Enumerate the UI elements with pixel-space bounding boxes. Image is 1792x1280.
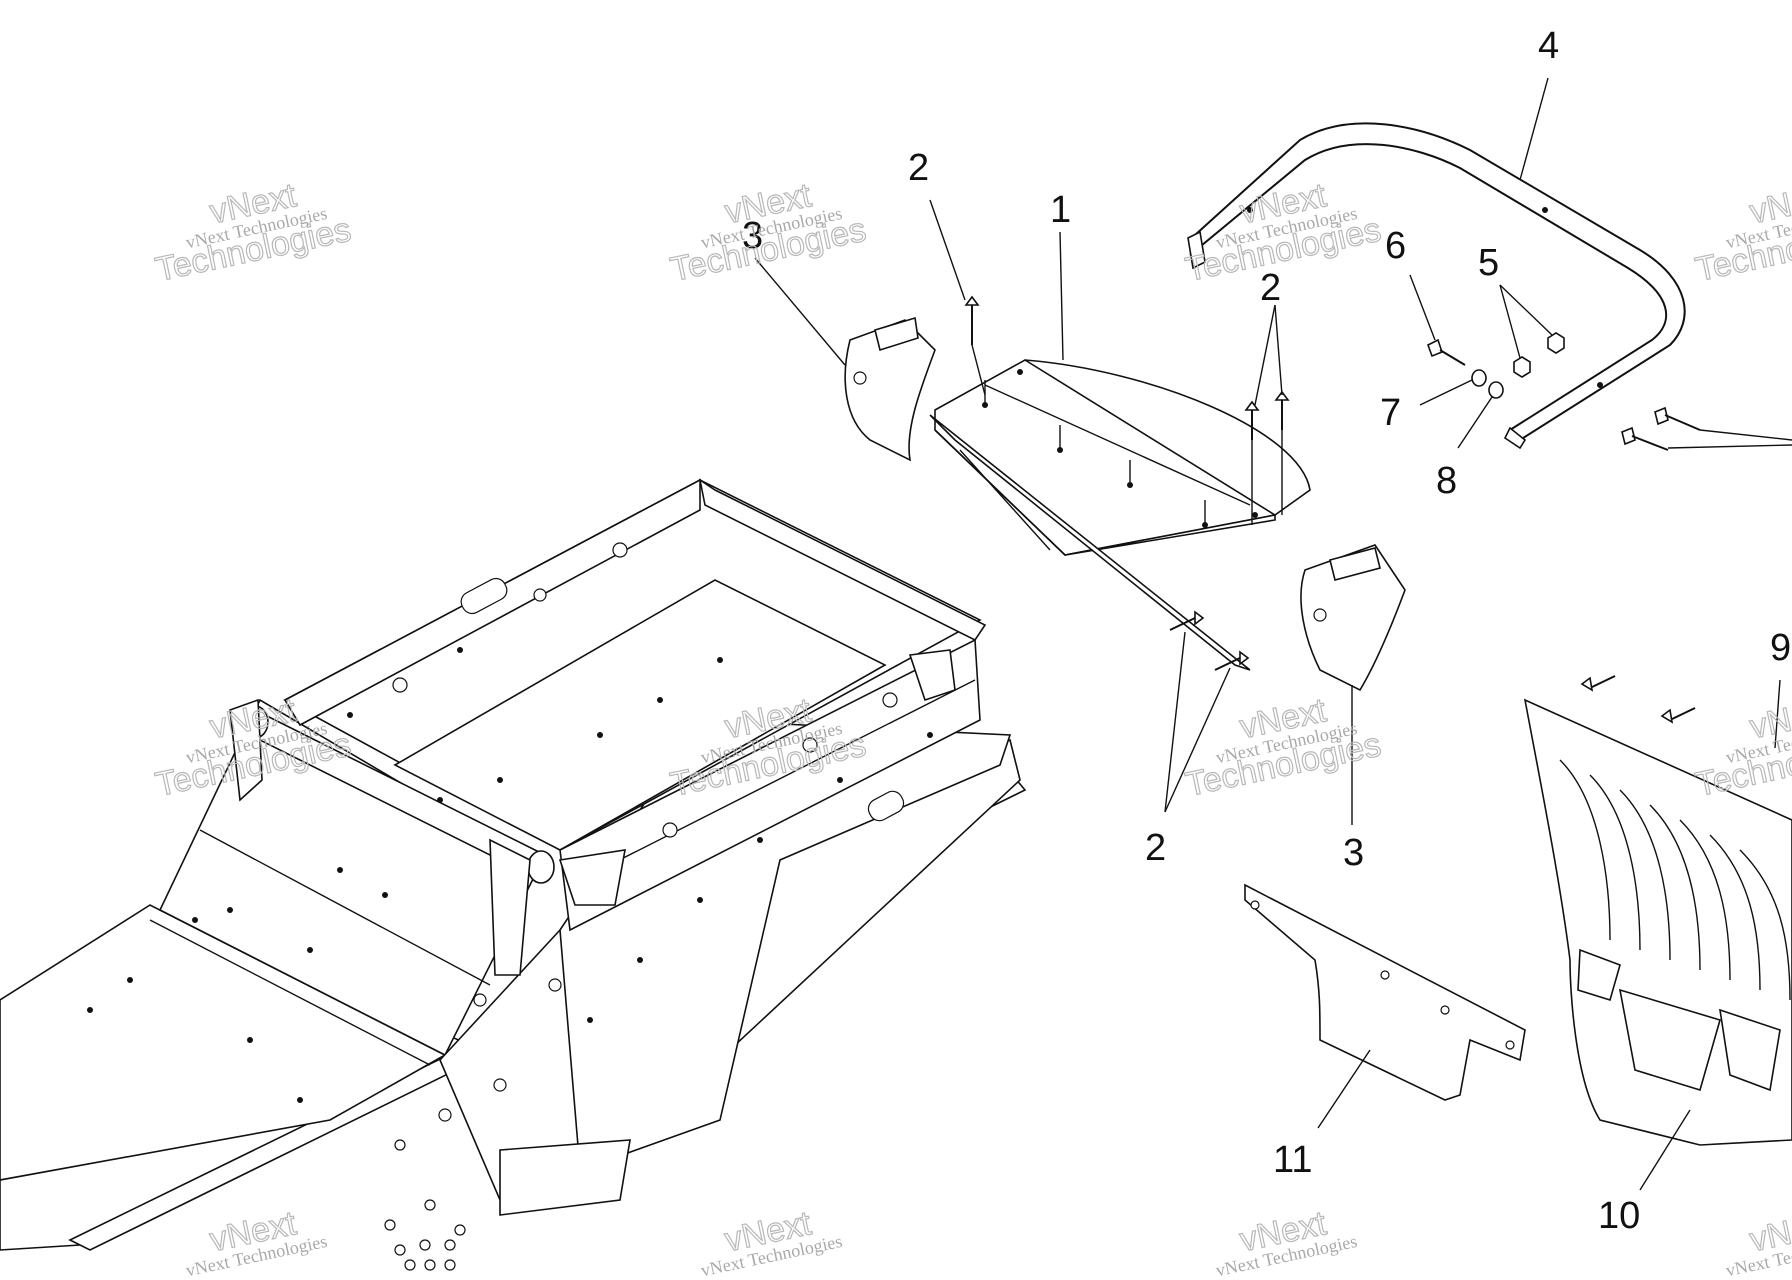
callout-5: 5	[1478, 242, 1499, 284]
callout-1: 1	[1050, 189, 1071, 231]
push-rivets	[964, 295, 1290, 671]
watermark: vNext Technologies vNext Technologies	[152, 691, 355, 805]
chassis-tunnel	[0, 478, 1027, 1271]
callout-2-top-right: 2	[1260, 267, 1281, 309]
leader-lines	[754, 77, 1792, 1191]
callout-2-bottom: 2	[1145, 827, 1166, 869]
bolt-6	[1427, 338, 1466, 366]
callout-3-left: 3	[742, 215, 763, 257]
callout-9: 9	[1770, 627, 1791, 669]
watermark: vNext vNext Technologies	[1724, 1204, 1792, 1280]
watermark: vNext Technologies vNext Technologies	[667, 176, 870, 290]
watermark: vNext vNext Technologies	[184, 1204, 329, 1280]
side-bracket-right	[1300, 544, 1406, 692]
flap-ribs	[1559, 759, 1791, 1001]
callout-7: 7	[1380, 392, 1401, 434]
callout-6: 6	[1385, 225, 1406, 267]
side-bracket-left	[844, 316, 936, 462]
washer-7	[1471, 369, 1487, 387]
watermark: vNext Technologies vNext Technologies	[1692, 691, 1792, 805]
watermark: vNext vNext Technologies	[1214, 1204, 1359, 1280]
rear-flap	[1523, 675, 1792, 1146]
seat-pan	[929, 359, 1311, 671]
callout-11: 11	[1273, 1139, 1312, 1181]
callout-8: 8	[1436, 460, 1457, 502]
nut-5b	[1513, 356, 1531, 378]
callouts: 1 2 2 2 3 3 4 5 6 7 8 9 10 11	[742, 25, 1791, 1237]
callout-3-right: 3	[1343, 832, 1364, 874]
hardware	[1427, 332, 1701, 451]
callout-4: 4	[1538, 25, 1559, 67]
callout-2-top-left: 2	[908, 147, 929, 189]
callout-10: 10	[1598, 1195, 1640, 1237]
watermark: vNext Technologies vNext Technologies	[152, 176, 355, 290]
mounting-plate	[1244, 883, 1526, 1101]
chassis-holes	[87, 542, 933, 1271]
nut-5a	[1547, 332, 1565, 354]
washer-8	[1488, 381, 1504, 399]
watermark: vNext vNext Technologies	[699, 1204, 844, 1280]
watermark: vNext Technologies vNext Technologies	[1692, 176, 1792, 290]
grab-bar	[1187, 122, 1686, 450]
